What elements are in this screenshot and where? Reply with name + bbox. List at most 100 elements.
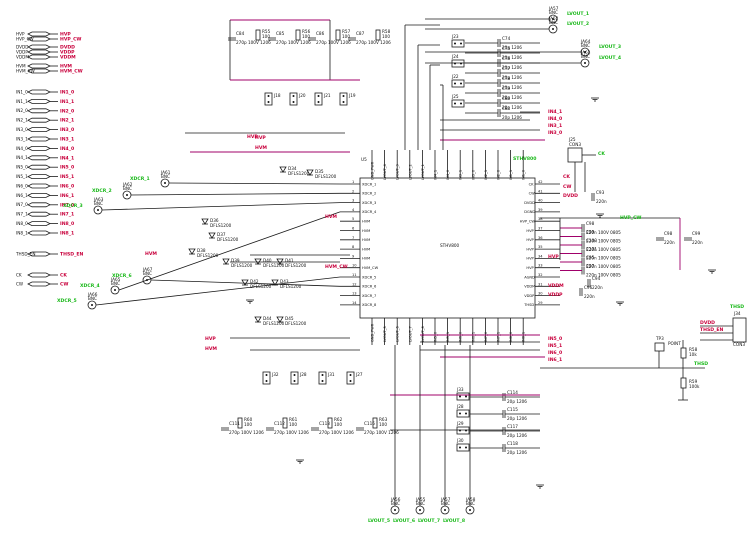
svg-text:20p 1206: 20p 1206 xyxy=(502,115,522,120)
jumper-j24: J24 xyxy=(451,54,465,68)
chip-pin-top: IN3_1 xyxy=(459,170,463,180)
svg-text:220n: 220n xyxy=(584,294,595,299)
jumper-j25: J25 xyxy=(451,94,465,108)
port-in6-1-label: IN6_1 xyxy=(16,193,28,198)
chip-part: STHV800 xyxy=(440,243,460,248)
svg-text:HVP: HVP xyxy=(247,134,258,140)
svg-text:JA66: JA66 xyxy=(87,292,98,297)
svg-text:IN2_0: IN2_0 xyxy=(60,108,74,114)
svg-text:J31: J31 xyxy=(327,372,335,377)
svg-text:DFLS1200: DFLS1200 xyxy=(231,263,253,268)
jumper-j21: J21 xyxy=(314,92,331,106)
jumper-j31: J31 xyxy=(318,371,335,385)
port-thsd-en-label: THSD_EN xyxy=(15,251,35,256)
svg-text:HVP: HVP xyxy=(548,254,559,260)
jumper-j30: J30 xyxy=(456,438,470,452)
svg-text:220n: 220n xyxy=(592,285,603,290)
port-in7-0-label: IN7_0 xyxy=(16,202,28,207)
svg-text:C101: C101 xyxy=(586,247,597,252)
svg-text:CW: CW xyxy=(563,184,571,190)
svg-text:C111: C111 xyxy=(229,421,240,426)
svg-text:220n 100V 0805: 220n 100V 0805 xyxy=(586,256,621,261)
port-in2-0-label: IN2_0 xyxy=(16,108,28,113)
port-ck-label: CK xyxy=(16,272,22,277)
svg-text:C116: C116 xyxy=(364,421,375,426)
thsd-connector: J34 CON3 THSD THSD_EN DVDD xyxy=(700,304,747,347)
svg-text:LVOUT_3: LVOUT_3 xyxy=(599,44,621,50)
svg-text:C76: C76 xyxy=(502,56,511,61)
chip-pin-left: HVM xyxy=(362,220,370,224)
chip-pin-right: HVP xyxy=(526,238,534,242)
svg-text:JA62: JA62 xyxy=(122,182,133,187)
svg-text:HVP_CW: HVP_CW xyxy=(60,37,82,43)
svg-text:20p 1206: 20p 1206 xyxy=(502,95,522,100)
j34-ref: J34 xyxy=(733,311,741,316)
svg-text:C113: C113 xyxy=(319,421,330,426)
svg-text:J25: J25 xyxy=(451,94,459,99)
svg-text:270p 100V 1206: 270p 100V 1206 xyxy=(274,430,309,435)
svg-text:5: 5 xyxy=(352,217,354,221)
svg-text:C115: C115 xyxy=(507,407,518,412)
svg-text:10k: 10k xyxy=(689,352,697,357)
svg-text:J30: J30 xyxy=(456,438,464,443)
svg-text:20p 1206: 20p 1206 xyxy=(502,55,522,60)
svg-text:LVOUT_7: LVOUT_7 xyxy=(418,518,440,524)
svg-text:38: 38 xyxy=(538,217,543,221)
chip-pin-bottom: LVOUT_5 xyxy=(383,326,387,342)
chip-pin-right: VDDM xyxy=(524,285,535,289)
svg-text:R56: R56 xyxy=(302,29,311,34)
chip-pin-left: HVM xyxy=(362,229,370,233)
svg-text:C78: C78 xyxy=(502,76,511,81)
chip-pin-top: IN4_1 xyxy=(434,170,438,180)
svg-text:J21: J21 xyxy=(323,93,331,98)
port-in4-0-label: IN4_0 xyxy=(16,146,28,151)
svg-text:BNC: BNC xyxy=(549,10,558,15)
chip-pin-bottom: IN8_1 xyxy=(522,332,526,342)
port-hvm_cw-label: HVM_CW xyxy=(16,68,35,73)
j34-thsd-label: THSD xyxy=(730,304,744,310)
svg-text:20p 1206: 20p 1206 xyxy=(502,105,522,110)
svg-text:R55: R55 xyxy=(262,29,271,34)
chip-pin-top: IN1_0 xyxy=(522,169,526,180)
svg-text:THSD_EN: THSD_EN xyxy=(60,252,84,258)
chip-pin-top: IN2_0 xyxy=(497,169,501,180)
svg-text:DVDD: DVDD xyxy=(563,193,578,199)
svg-text:42: 42 xyxy=(538,180,543,184)
svg-text:R60: R60 xyxy=(244,417,253,422)
svg-text:IN3_0: IN3_0 xyxy=(548,130,562,136)
svg-text:IN1_1: IN1_1 xyxy=(60,99,74,105)
svg-text:IN4_1: IN4_1 xyxy=(60,155,74,161)
svg-text:270p 100V 1206: 270p 100V 1206 xyxy=(236,40,271,45)
svg-text:220n 100V 0805: 220n 100V 0805 xyxy=(586,239,621,244)
svg-text:20p 1206: 20p 1206 xyxy=(502,65,522,70)
svg-text:JA52: JA52 xyxy=(548,16,559,21)
svg-text:DFLS1200: DFLS1200 xyxy=(250,284,272,289)
chip-pin-right: HVP xyxy=(526,257,534,261)
jumper-j19: J19 xyxy=(339,92,356,106)
r58 xyxy=(680,347,687,359)
svg-text:J32: J32 xyxy=(271,372,279,377)
port-in3-0-label: IN3_0 xyxy=(16,127,28,132)
chip-part-green: STHV800 xyxy=(513,156,536,162)
svg-text:40: 40 xyxy=(538,199,543,203)
svg-text:7: 7 xyxy=(352,236,354,240)
svg-text:LVOUT_6: LVOUT_6 xyxy=(393,518,415,524)
port-in3-1-label: IN3_1 xyxy=(16,136,28,141)
svg-text:IN5_1: IN5_1 xyxy=(548,343,562,349)
svg-text:HVM: HVM xyxy=(145,251,157,257)
